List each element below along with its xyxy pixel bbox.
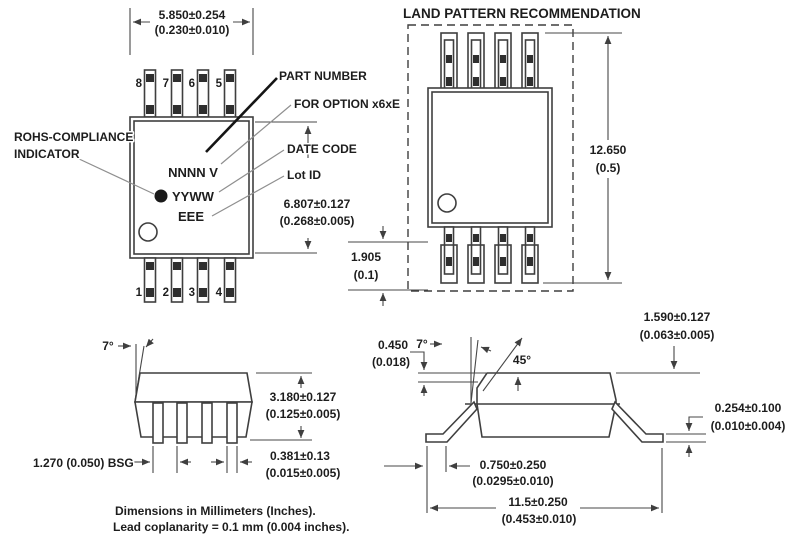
side-leads [152,402,238,444]
bottom-pins: 1 2 3 4 [136,257,237,303]
notes: Dimensions in Millimeters (Inches). Lead… [112,503,351,536]
dim-pitch-label: 1.270 (0.050) BSG [33,456,134,470]
dim-lead-width-mm: 0.381±0.13 [270,449,330,463]
land-pads-top [440,32,539,91]
label-part-number: PART NUMBER [279,69,367,83]
dim-width-in: (0.230±0.010) [155,23,230,37]
profile-body [476,372,617,438]
dim-thickness: 1.590±0.127 (0.063±0.005) [616,309,716,374]
dim-land-mm: 12.650 [590,143,627,157]
pin-number-8: 8 [136,78,143,90]
dim-standoff-in: (0.010±0.004) [711,419,786,433]
dim-pad-mm: 1.905 [351,250,381,264]
profile-view: 0.450 (0.018) 7° 45° 1.590±0.127 (0.063±… [370,309,787,528]
marking-date-code: YYWW [172,189,215,204]
top-pins: 8 7 6 5 [136,69,237,118]
side-view: 7° 3.180±0.127 (0.125±0.005) [32,338,342,482]
dim-pitch: 1.270 (0.050) BSG 0.381±0.13 (0.015±0.00… [32,446,342,482]
left-lead [425,400,478,443]
dim-length-mm: 6.807±0.127 [284,197,351,211]
right-lead [611,400,664,443]
dim-side-height: 3.180±0.127 (0.125±0.005) [250,372,342,441]
land-pattern-boundary [407,24,574,292]
dim-side-height-mm: 3.180±0.127 [270,390,337,404]
dim-thickness-in: (0.063±0.005) [640,328,715,342]
dim-thickness-mm: 1.590±0.127 [644,310,711,324]
pin-number-1: 1 [136,287,143,299]
dim-lead-angle: 7° [415,336,492,404]
dim-body-length: 6.807±0.127 (0.268±0.005) [255,121,356,254]
dim-chamfer-mm: 0.450 [378,338,408,352]
dim-pad-length: 1.905 (0.1) [348,226,428,306]
marking-lot-id: EEE [178,209,204,224]
body-front-face [134,401,253,438]
dim-overall-in: (0.453±0.010) [502,512,577,526]
dim-standoff: 0.254±0.100 (0.010±0.004) [666,400,787,457]
dim-chamfer-in: (0.018) [372,355,410,369]
pin1-indicator [437,193,457,213]
dim-side-height-in: (0.125±0.005) [266,407,341,421]
dim-body-width: 5.850±0.254 (0.230±0.010) [129,7,254,55]
pin-number-6: 6 [189,78,195,90]
dim-land-in: (0.5) [596,161,621,175]
pin-number-2: 2 [163,287,169,299]
dim-chamfer-angle-label: 45° [513,353,531,367]
dim-chamfer: 0.450 (0.018) [370,337,486,396]
pin-number-3: 3 [189,287,195,299]
note-coplanarity: Lead coplanarity = 0.1 mm (0.004 inches)… [113,520,349,534]
dim-land-overall: 12.650 (0.5) [543,32,628,284]
dim-foot-in: (0.0295±0.010) [472,474,553,488]
pin1-indicator [138,222,158,242]
dim-overall-mm: 11.5±0.250 [508,495,568,509]
dim-chamfer-angle: 45° [482,337,533,392]
land-pads-bottom [440,226,539,284]
dim-foot: 0.750±0.250 (0.0295±0.010) [384,446,555,490]
dim-lead-angle-label: 7° [416,337,428,351]
dim-overall: 11.5±0.250 (0.453±0.010) [426,446,663,528]
body-top-face [134,372,253,403]
label-for-option: FOR OPTION x6xE [294,97,400,111]
land-pattern-body [427,87,553,228]
top-view: 5.850±0.254 (0.230±0.010) 8 7 6 5 NNNN V… [13,7,428,306]
marking-part-number: NNNN V [168,165,218,180]
dim-lead-width-in: (0.015±0.005) [266,466,341,480]
land-pattern-title: LAND PATTERN RECOMMENDATION [403,6,641,21]
dim-foot-mm: 0.750±0.250 [480,458,547,472]
dim-pad-in: (0.1) [354,268,379,282]
pin-number-5: 5 [216,78,223,90]
callouts: PART NUMBER FOR OPTION x6xE DATE CODE Lo… [13,68,402,217]
label-date-code: DATE CODE [287,142,357,156]
label-rohs-line1: ROHS-COMPLIANCE [14,130,133,144]
label-lot-id: Lot ID [287,168,321,182]
dim-draft-angle: 7° [102,339,114,353]
dim-width-mm: 5.850±0.254 [159,8,226,22]
note-units: Dimensions in Millimeters (Inches). [115,504,316,518]
land-pattern-view: LAND PATTERN RECOMMENDATION [403,6,641,292]
dim-standoff-mm: 0.254±0.100 [715,401,782,415]
pin-number-4: 4 [216,287,223,299]
rohs-dot [154,189,168,203]
label-rohs-line2: INDICATOR [14,147,80,161]
package-body: NNNN V YYWW EEE [129,116,254,259]
dim-length-in: (0.268±0.005) [280,214,355,228]
pin-number-7: 7 [163,78,169,90]
